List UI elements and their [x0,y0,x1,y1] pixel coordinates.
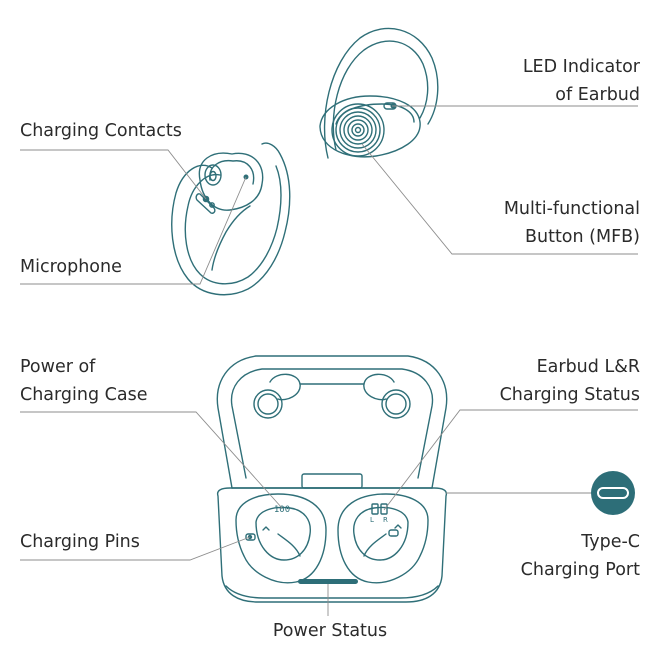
label-power-of-case: Power of Charging Case [20,357,148,405]
left-bud-marker: L [370,516,374,524]
label-charging-pins: Charging Pins [20,532,140,552]
label-led-indicator: LED Indicator of Earbud [522,57,640,105]
right-earbud-illustration [319,27,439,159]
label-earbud-status: Earbud L&R Charging Status [499,357,640,405]
right-bud-marker: R [383,516,388,524]
leader-lines [20,105,638,616]
charging-case-illustration [216,355,448,603]
label-mfb: Multi-functional Button (MFB) [503,199,640,247]
label-type-c: Type-C Charging Port [520,532,640,580]
case-power-readout: 100 [274,505,290,515]
label-microphone: Microphone [20,257,122,277]
power-status-bar [298,579,358,584]
left-earbud-illustration [171,142,291,296]
label-power-status: Power Status [272,621,388,641]
label-charging-contacts: Charging Contacts [20,121,182,141]
usb-c-port-icon [591,471,635,515]
